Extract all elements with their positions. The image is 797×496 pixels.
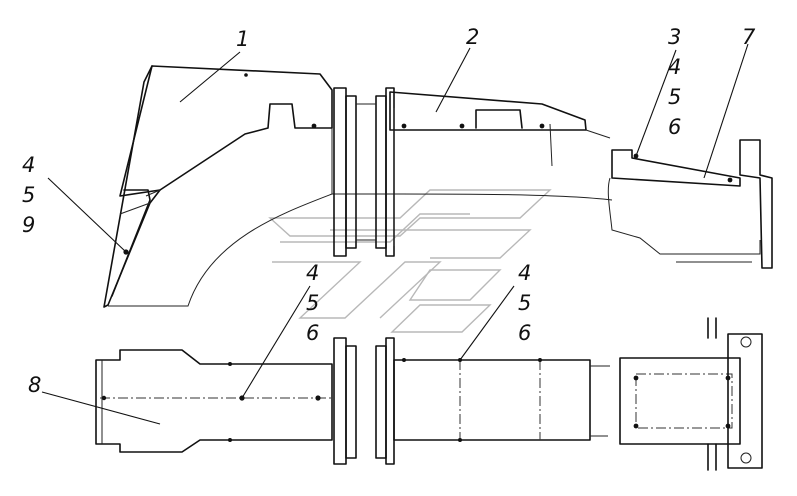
callout-6-right: 6 xyxy=(518,321,531,345)
body-outline-line xyxy=(332,193,613,201)
callout-2: 2 xyxy=(466,25,479,49)
part-2-cover xyxy=(389,91,611,196)
callout-4-center: 4 xyxy=(306,261,319,285)
part-8-hood-plan xyxy=(95,349,333,453)
callout-5-left: 5 xyxy=(22,183,35,207)
watermark-logo xyxy=(268,189,552,333)
callout-5-top-right: 5 xyxy=(668,85,681,109)
callout-6-center: 6 xyxy=(306,321,319,345)
callout-5-center: 5 xyxy=(306,291,319,315)
body-outline-curve xyxy=(108,193,333,307)
duct-plan xyxy=(393,358,610,442)
callout-6-top-right: 6 xyxy=(668,115,681,139)
callout-5-right: 5 xyxy=(518,291,531,315)
callout-3: 3 xyxy=(668,25,681,49)
silencer-plan xyxy=(619,317,763,471)
callout-4-right: 4 xyxy=(518,261,531,285)
callout-9: 9 xyxy=(22,213,35,237)
part-1-hood xyxy=(103,65,333,308)
silencer-top xyxy=(607,139,773,269)
leader-lines xyxy=(41,43,749,425)
callout-7: 7 xyxy=(742,25,756,49)
callout-4-top-right: 4 xyxy=(668,55,681,79)
flange-top xyxy=(333,87,395,257)
callout-4-left: 4 xyxy=(22,153,35,177)
callout-1: 1 xyxy=(236,27,249,51)
flange-bottom xyxy=(333,337,395,465)
callout-8: 8 xyxy=(28,373,41,397)
